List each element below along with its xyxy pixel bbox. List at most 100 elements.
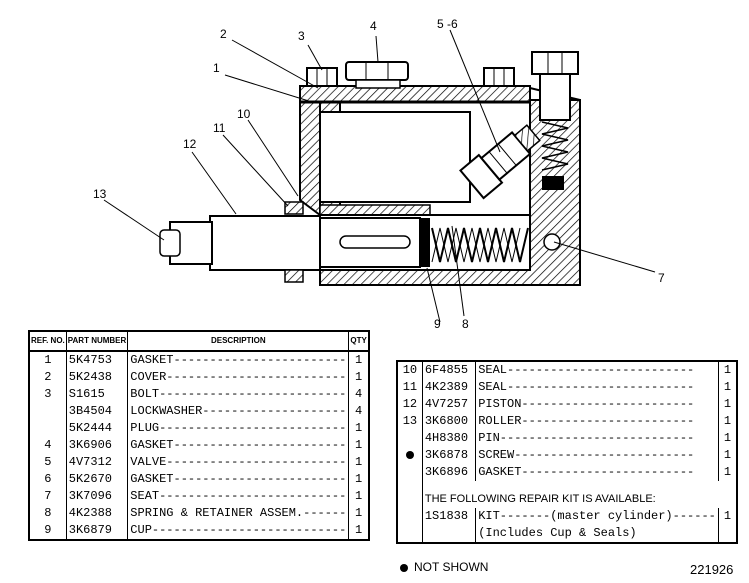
desc-cell: PLUG-------------------------- xyxy=(127,420,350,437)
callout-13: 13 xyxy=(93,187,107,201)
part-cell: 3B4504 xyxy=(66,403,129,420)
desc-cell: BOLT-------------------------- xyxy=(127,386,350,403)
desc-cell: SCREW------------------------- xyxy=(475,447,719,464)
ref-cell: 11 xyxy=(397,379,423,396)
part-cell: 3K7096 xyxy=(66,488,129,505)
qty-cell: 1 xyxy=(723,414,732,428)
qty-cell: 1 xyxy=(354,370,363,384)
kit-qty-cell: 1 xyxy=(723,509,732,523)
kit-note-row: (Includes Cup & Seals) xyxy=(397,525,737,543)
push-rod-assembly xyxy=(159,201,321,283)
footnote-text: NOT SHOWN xyxy=(414,560,489,574)
qty-cell: 1 xyxy=(723,448,732,462)
outlet-fitting xyxy=(531,51,579,190)
desc-cell: GASKET------------------------ xyxy=(127,351,350,369)
qty-cell: 1 xyxy=(354,523,363,537)
cover-bolt-right xyxy=(483,67,515,87)
not-shown-marker xyxy=(397,447,423,464)
qty-cell: 1 xyxy=(354,472,363,486)
desc-cell: SPRING & RETAINER ASSEM.------ xyxy=(127,505,350,522)
ref-cell xyxy=(29,403,67,420)
callout-4: 4 xyxy=(370,19,377,33)
ref-cell: 8 xyxy=(29,505,67,522)
ref-cell: 2 xyxy=(29,369,67,386)
qty-cell: 4 xyxy=(354,404,363,418)
ref-cell xyxy=(397,430,423,447)
callout-5-6: 5 -6 xyxy=(437,17,458,31)
callout-8: 8 xyxy=(462,317,469,330)
callout-10: 10 xyxy=(237,107,251,121)
ref-cell: 1 xyxy=(29,351,67,369)
qty-cell: 1 xyxy=(723,380,732,394)
desc-cell: COVER------------------------- xyxy=(127,369,350,386)
qty-cell: 1 xyxy=(723,363,732,377)
kit-heading: THE FOLLOWING REPAIR KIT IS AVAILABLE: xyxy=(424,493,656,505)
desc-cell: GASKET------------------------ xyxy=(127,471,350,488)
callout-12: 12 xyxy=(183,137,197,151)
part-cell: 4H8380 xyxy=(422,430,477,447)
master-cylinder-cross-section: 1 2 3 4 5 -6 7 8 9 10 11 12 13 xyxy=(93,17,665,330)
ref-cell: 3 xyxy=(29,386,67,403)
part-cell: 4V7312 xyxy=(66,454,129,471)
desc-cell: ROLLER------------------------ xyxy=(475,413,719,430)
ref-cell: 5 xyxy=(29,454,67,471)
header-ref-no: REF. NO. xyxy=(29,331,67,352)
header-description: DESCRIPTION xyxy=(127,331,350,352)
part-cell: 4V7257 xyxy=(422,396,477,413)
callout-7: 7 xyxy=(658,271,665,285)
check-valve xyxy=(459,124,541,200)
desc-cell: SEAL-------------------------- xyxy=(475,379,719,396)
part-cell: 5K4753 xyxy=(66,351,129,369)
part-cell: 3K6879 xyxy=(66,522,129,540)
kit-heading-row: THE FOLLOWING REPAIR KIT IS AVAILABLE: xyxy=(397,481,737,508)
ref-cell: 12 xyxy=(397,396,423,413)
desc-cell: GASKET------------------------ xyxy=(475,464,719,481)
bullet-dot-icon xyxy=(405,450,414,459)
qty-cell: 1 xyxy=(354,438,363,452)
ref-cell xyxy=(397,464,423,481)
ref-cell: 6 xyxy=(29,471,67,488)
part-cell: 5K2438 xyxy=(66,369,129,386)
qty-cell: 1 xyxy=(723,397,732,411)
qty-cell: 4 xyxy=(354,387,363,401)
desc-cell: LOCKWASHER-------------------- xyxy=(127,403,350,420)
kit-part-cell: 1S1838 xyxy=(422,508,477,525)
qty-cell: 1 xyxy=(354,421,363,435)
ref-cell xyxy=(29,420,67,437)
part-cell: 3K6906 xyxy=(66,437,129,454)
header-qty: QTY xyxy=(348,331,369,352)
part-cell: 5K2670 xyxy=(66,471,129,488)
qty-cell: 1 xyxy=(354,489,363,503)
part-cell: 3K6878 xyxy=(422,447,477,464)
callout-2: 2 xyxy=(220,27,227,41)
ref-cell: 7 xyxy=(29,488,67,505)
kit-note: (Includes Cup & Seals) xyxy=(475,525,719,543)
callout-3: 3 xyxy=(298,29,305,43)
part-cell: 4K2388 xyxy=(66,505,129,522)
cover-bolt-left xyxy=(306,67,338,87)
desc-cell: SEAT-------------------------- xyxy=(127,488,350,505)
not-shown-footnote: NOT SHOWN xyxy=(400,560,488,574)
part-cell: 6F4855 xyxy=(422,361,477,379)
cylinder-bore xyxy=(319,214,561,271)
desc-cell: PISTON------------------------ xyxy=(475,396,719,413)
cover-plate xyxy=(299,85,531,103)
desc-cell: VALVE------------------------- xyxy=(127,454,350,471)
